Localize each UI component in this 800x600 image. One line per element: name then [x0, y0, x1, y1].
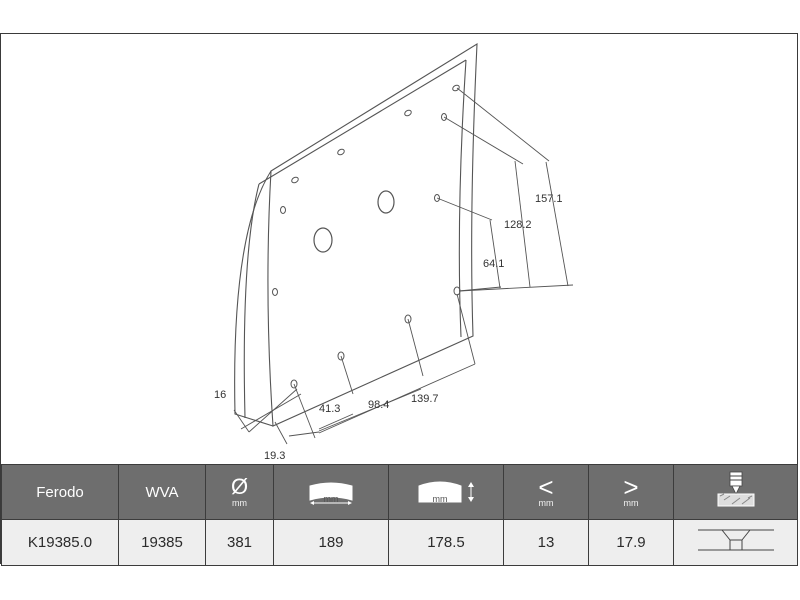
diameter-icon: Ø	[230, 474, 249, 499]
value-wva: 19385	[118, 519, 206, 566]
value-diameter: 381	[205, 519, 274, 566]
lining-side-face	[234, 170, 274, 427]
thickness-arrow-icon	[468, 482, 474, 502]
max-unit: mm	[623, 498, 639, 508]
header-thickness: mm	[388, 464, 504, 520]
lining-top-edge	[258, 59, 467, 185]
diameter-unit: mm	[232, 498, 247, 508]
value-thickness: 178.5	[388, 519, 504, 566]
min-unit: mm	[538, 498, 554, 508]
header-width: mm	[273, 464, 389, 520]
rivet-holes	[272, 84, 461, 389]
spec-table: Ferodo WVA Ø mm mm	[1, 464, 798, 566]
lining-outline	[267, 42, 478, 427]
lining-right-inner	[458, 59, 467, 338]
dim-139-7: 139.7	[411, 393, 439, 405]
dim-41-3: 41.3	[319, 403, 340, 415]
header-wva: WVA	[118, 464, 206, 520]
technical-sheet: 157.1 128.2 64.1 16 41.3 98.4 139.7 19.3…	[0, 33, 798, 566]
greater-than-icon: >	[623, 472, 639, 502]
value-part-number: K19385.0	[1, 519, 119, 566]
lining-thickness-icon	[418, 481, 462, 503]
dim-19-3: 19.3	[264, 450, 285, 462]
header-max: > mm	[588, 464, 674, 520]
value-min: 13	[503, 519, 589, 566]
dim-128-2: 128.2	[504, 219, 532, 231]
value-width: 189	[273, 519, 389, 566]
value-max: 17.9	[588, 519, 674, 566]
value-rivet	[673, 519, 798, 566]
dimension-lines	[233, 87, 574, 445]
rivet-tool-icon	[717, 471, 754, 507]
dim-64-1: 64.1	[483, 258, 504, 270]
rivet-profile-icon	[697, 529, 774, 550]
table-header-row: Ferodo WVA Ø mm mm	[1, 464, 798, 520]
header-min: < mm	[503, 464, 589, 520]
brake-lining-drawing: 157.1 128.2 64.1 16 41.3 98.4 139.7 19.3	[214, 42, 574, 462]
dim-157-1: 157.1	[535, 193, 563, 205]
lining-width-icon	[309, 482, 353, 505]
table-row: K19385.0 19385 381 189 178.5 13 17.9	[1, 519, 798, 566]
lining-inner-curve	[243, 183, 260, 419]
dim-98-4: 98.4	[368, 399, 389, 411]
header-diameter: Ø mm	[205, 464, 274, 520]
header-rivet	[673, 464, 798, 520]
width-unit: mm	[323, 494, 339, 504]
less-than-icon: <	[538, 472, 554, 502]
header-brand: Ferodo	[1, 464, 119, 520]
thickness-unit: mm	[432, 494, 448, 504]
dim-16: 16	[214, 389, 226, 401]
